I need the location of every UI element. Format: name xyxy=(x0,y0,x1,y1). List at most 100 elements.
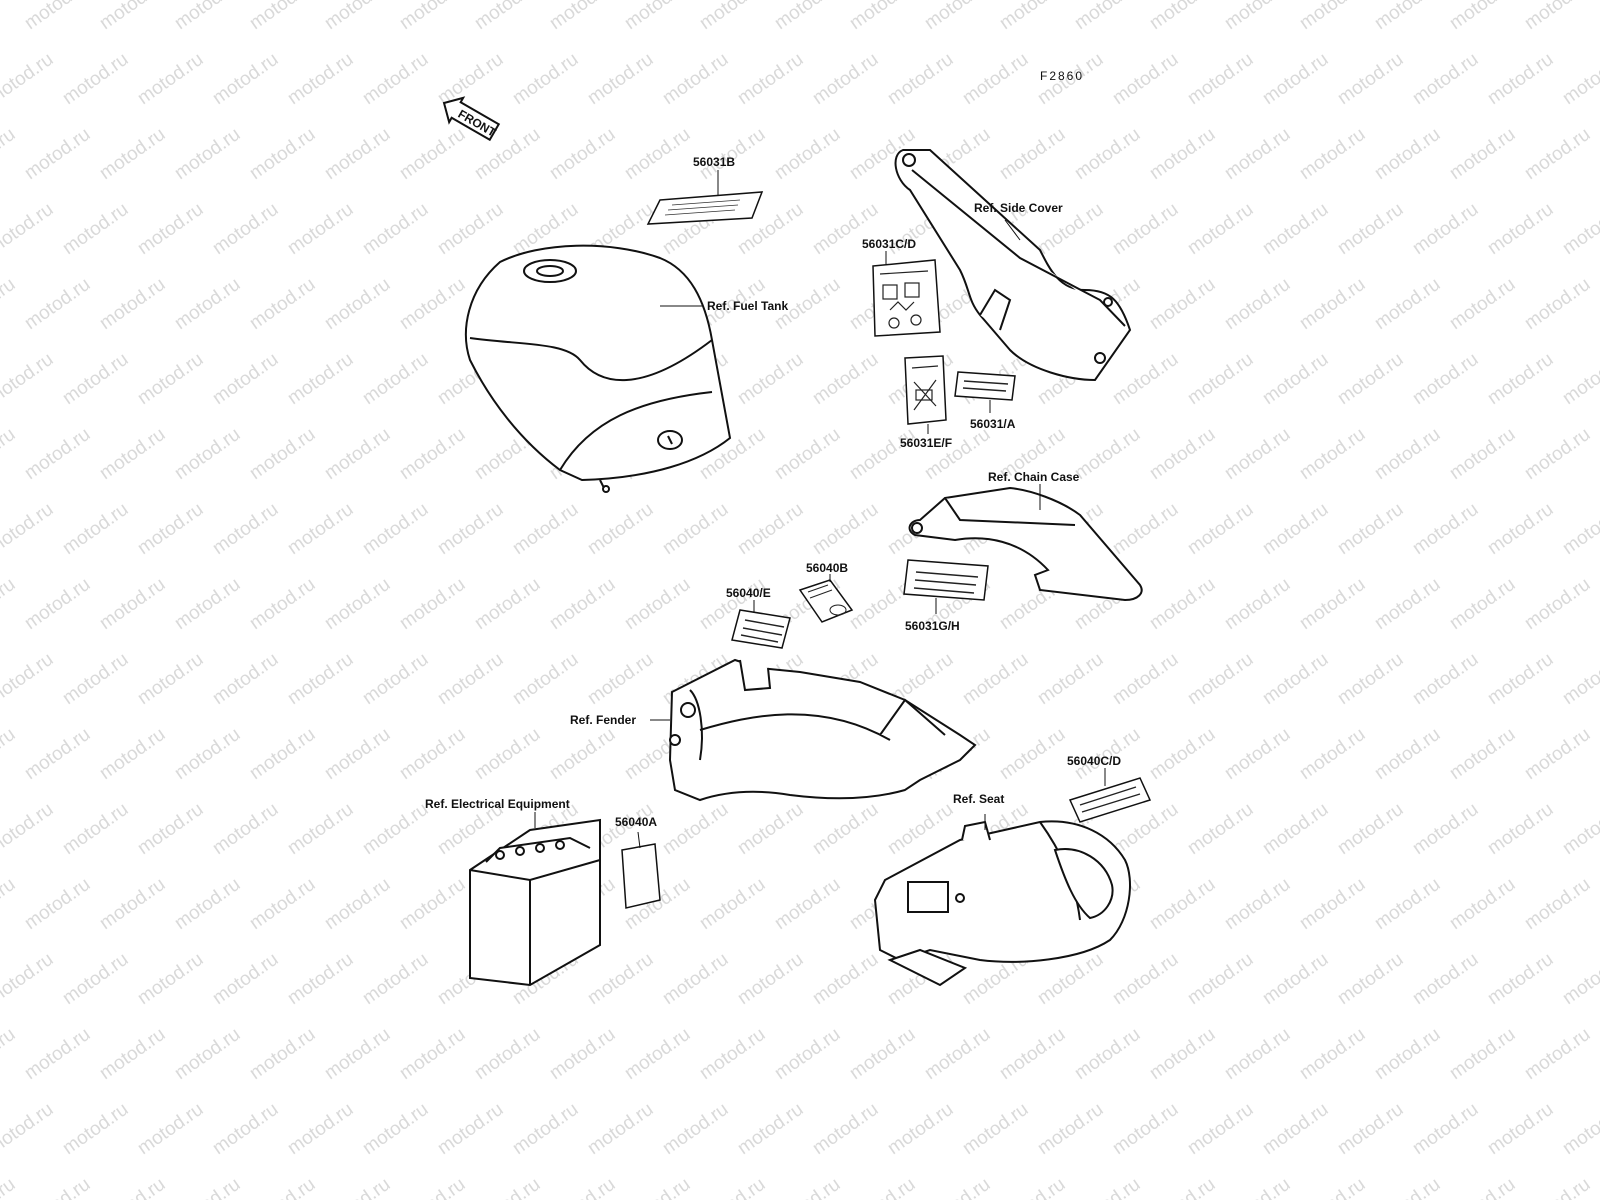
watermark-text: motod.ru xyxy=(1034,1099,1107,1159)
watermark-text: motod.ru xyxy=(621,0,694,34)
battery-drawing xyxy=(469,818,601,987)
watermark-text: motod.ru xyxy=(696,1174,769,1200)
watermark-text: motod.ru xyxy=(134,499,207,559)
watermark-text: motod.ru xyxy=(771,1174,844,1200)
watermark-text: motod.ru xyxy=(396,724,469,784)
watermark-text: motod.ru xyxy=(0,199,57,259)
watermark-text: motod.ru xyxy=(1334,199,1407,259)
chain-case-drawing xyxy=(908,486,1143,602)
watermark-text: motod.ru xyxy=(1334,949,1407,1009)
watermark-text: motod.ru xyxy=(396,274,469,334)
watermark-text: motod.ru xyxy=(846,424,919,484)
watermark-text: motod.ru xyxy=(1296,424,1369,484)
watermark-text: motod.ru xyxy=(996,724,1069,784)
watermark-text: motod.ru xyxy=(434,199,507,259)
watermark-text: motod.ru xyxy=(696,0,769,34)
watermark-text: motod.ru xyxy=(0,1099,57,1159)
watermark-text: motod.ru xyxy=(321,0,394,34)
watermark-text: motod.ru xyxy=(171,424,244,484)
watermark-text: motod.ru xyxy=(996,124,1069,184)
watermark-text: motod.ru xyxy=(1484,49,1557,109)
watermark-text: motod.ru xyxy=(471,724,544,784)
watermark-text: motod.ru xyxy=(734,1099,807,1159)
watermark-text: motod.ru xyxy=(209,1099,282,1159)
watermark-text: motod.ru xyxy=(771,124,844,184)
watermark-text: motod.ru xyxy=(1559,349,1600,409)
watermark-text: motod.ru xyxy=(1446,124,1519,184)
watermark-text: motod.ru xyxy=(1334,499,1407,559)
watermark-text: motod.ru xyxy=(1259,799,1332,859)
watermark-text: motod.ru xyxy=(59,349,132,409)
watermark-text: motod.ru xyxy=(0,499,57,559)
watermark-text: motod.ru xyxy=(1221,424,1294,484)
watermark-text: motod.ru xyxy=(321,574,394,634)
watermark-text: motod.ru xyxy=(0,49,57,109)
watermark-text: motod.ru xyxy=(846,1174,919,1200)
watermark-text: motod.ru xyxy=(209,199,282,259)
watermark-text: motod.ru xyxy=(359,1099,432,1159)
watermark-text: motod.ru xyxy=(1446,274,1519,334)
watermark-text: motod.ru xyxy=(471,574,544,634)
watermark-text: motod.ru xyxy=(1221,274,1294,334)
watermark-text: motod.ru xyxy=(921,1024,994,1084)
watermark-text: motod.ru xyxy=(246,124,319,184)
watermark-text: motod.ru xyxy=(1446,574,1519,634)
watermark-text: motod.ru xyxy=(1146,0,1219,34)
watermark-text: motod.ru xyxy=(59,199,132,259)
sticker-56040e xyxy=(731,600,791,649)
watermark-text: motod.ru xyxy=(359,499,432,559)
watermark-text: motod.ru xyxy=(509,649,582,709)
watermark-text: motod.ru xyxy=(1371,124,1444,184)
watermark-text: motod.ru xyxy=(1559,49,1600,109)
watermark-text: motod.ru xyxy=(0,799,57,859)
watermark-text: motod.ru xyxy=(321,874,394,934)
watermark-text: motod.ru xyxy=(1446,0,1519,34)
watermark-text: motod.ru xyxy=(1146,574,1219,634)
label-ref-fender: Ref. Fender xyxy=(570,713,636,727)
label-ref-electrical-equipment: Ref. Electrical Equipment xyxy=(425,797,570,811)
watermark-text: motod.ru xyxy=(1521,724,1594,784)
watermark-text: motod.ru xyxy=(246,0,319,34)
watermark-text: motod.ru xyxy=(1109,649,1182,709)
fuel-tank-drawing xyxy=(464,244,732,493)
watermark-text: motod.ru xyxy=(584,49,657,109)
watermark-text: motod.ru xyxy=(171,574,244,634)
watermark-text: motod.ru xyxy=(1146,424,1219,484)
watermark-text: motod.ru xyxy=(396,874,469,934)
watermark-text: motod.ru xyxy=(771,1024,844,1084)
watermark-text: motod.ru xyxy=(996,1024,1069,1084)
watermark-text: motod.ru xyxy=(1446,724,1519,784)
watermark-text: motod.ru xyxy=(1071,124,1144,184)
watermark-text: motod.ru xyxy=(209,349,282,409)
watermark-text: motod.ru xyxy=(321,1024,394,1084)
watermark-text: motod.ru xyxy=(1296,274,1369,334)
watermark-text: motod.ru xyxy=(1596,124,1600,184)
label-56040e: 56040/E xyxy=(726,586,771,600)
watermark-text: motod.ru xyxy=(209,49,282,109)
watermark-text: motod.ru xyxy=(1521,0,1594,34)
watermark-text: motod.ru xyxy=(809,799,882,859)
watermark-text: motod.ru xyxy=(621,1174,694,1200)
watermark-text: motod.ru xyxy=(59,1099,132,1159)
watermark-text: motod.ru xyxy=(621,124,694,184)
watermark-text: motod.ru xyxy=(546,0,619,34)
watermark-text: motod.ru xyxy=(1446,1024,1519,1084)
watermark-text: motod.ru xyxy=(134,49,207,109)
watermark-text: motod.ru xyxy=(434,49,507,109)
watermark-text: motod.ru xyxy=(1409,349,1482,409)
watermark-text: motod.ru xyxy=(1146,274,1219,334)
watermark-text: motod.ru xyxy=(1034,649,1107,709)
watermark-text: motod.ru xyxy=(0,424,19,484)
watermark-text: motod.ru xyxy=(209,799,282,859)
watermark-text: motod.ru xyxy=(1259,499,1332,559)
sticker-56031b xyxy=(646,170,764,225)
watermark-text: motod.ru xyxy=(96,124,169,184)
watermark-text: motod.ru xyxy=(1146,1024,1219,1084)
label-56031cd: 56031C/D xyxy=(862,237,916,251)
watermark-text: motod.ru xyxy=(246,574,319,634)
watermark-text: motod.ru xyxy=(1521,574,1594,634)
label-56040b: 56040B xyxy=(806,561,848,575)
watermark-text: motod.ru xyxy=(396,1174,469,1200)
watermark-text: motod.ru xyxy=(546,124,619,184)
